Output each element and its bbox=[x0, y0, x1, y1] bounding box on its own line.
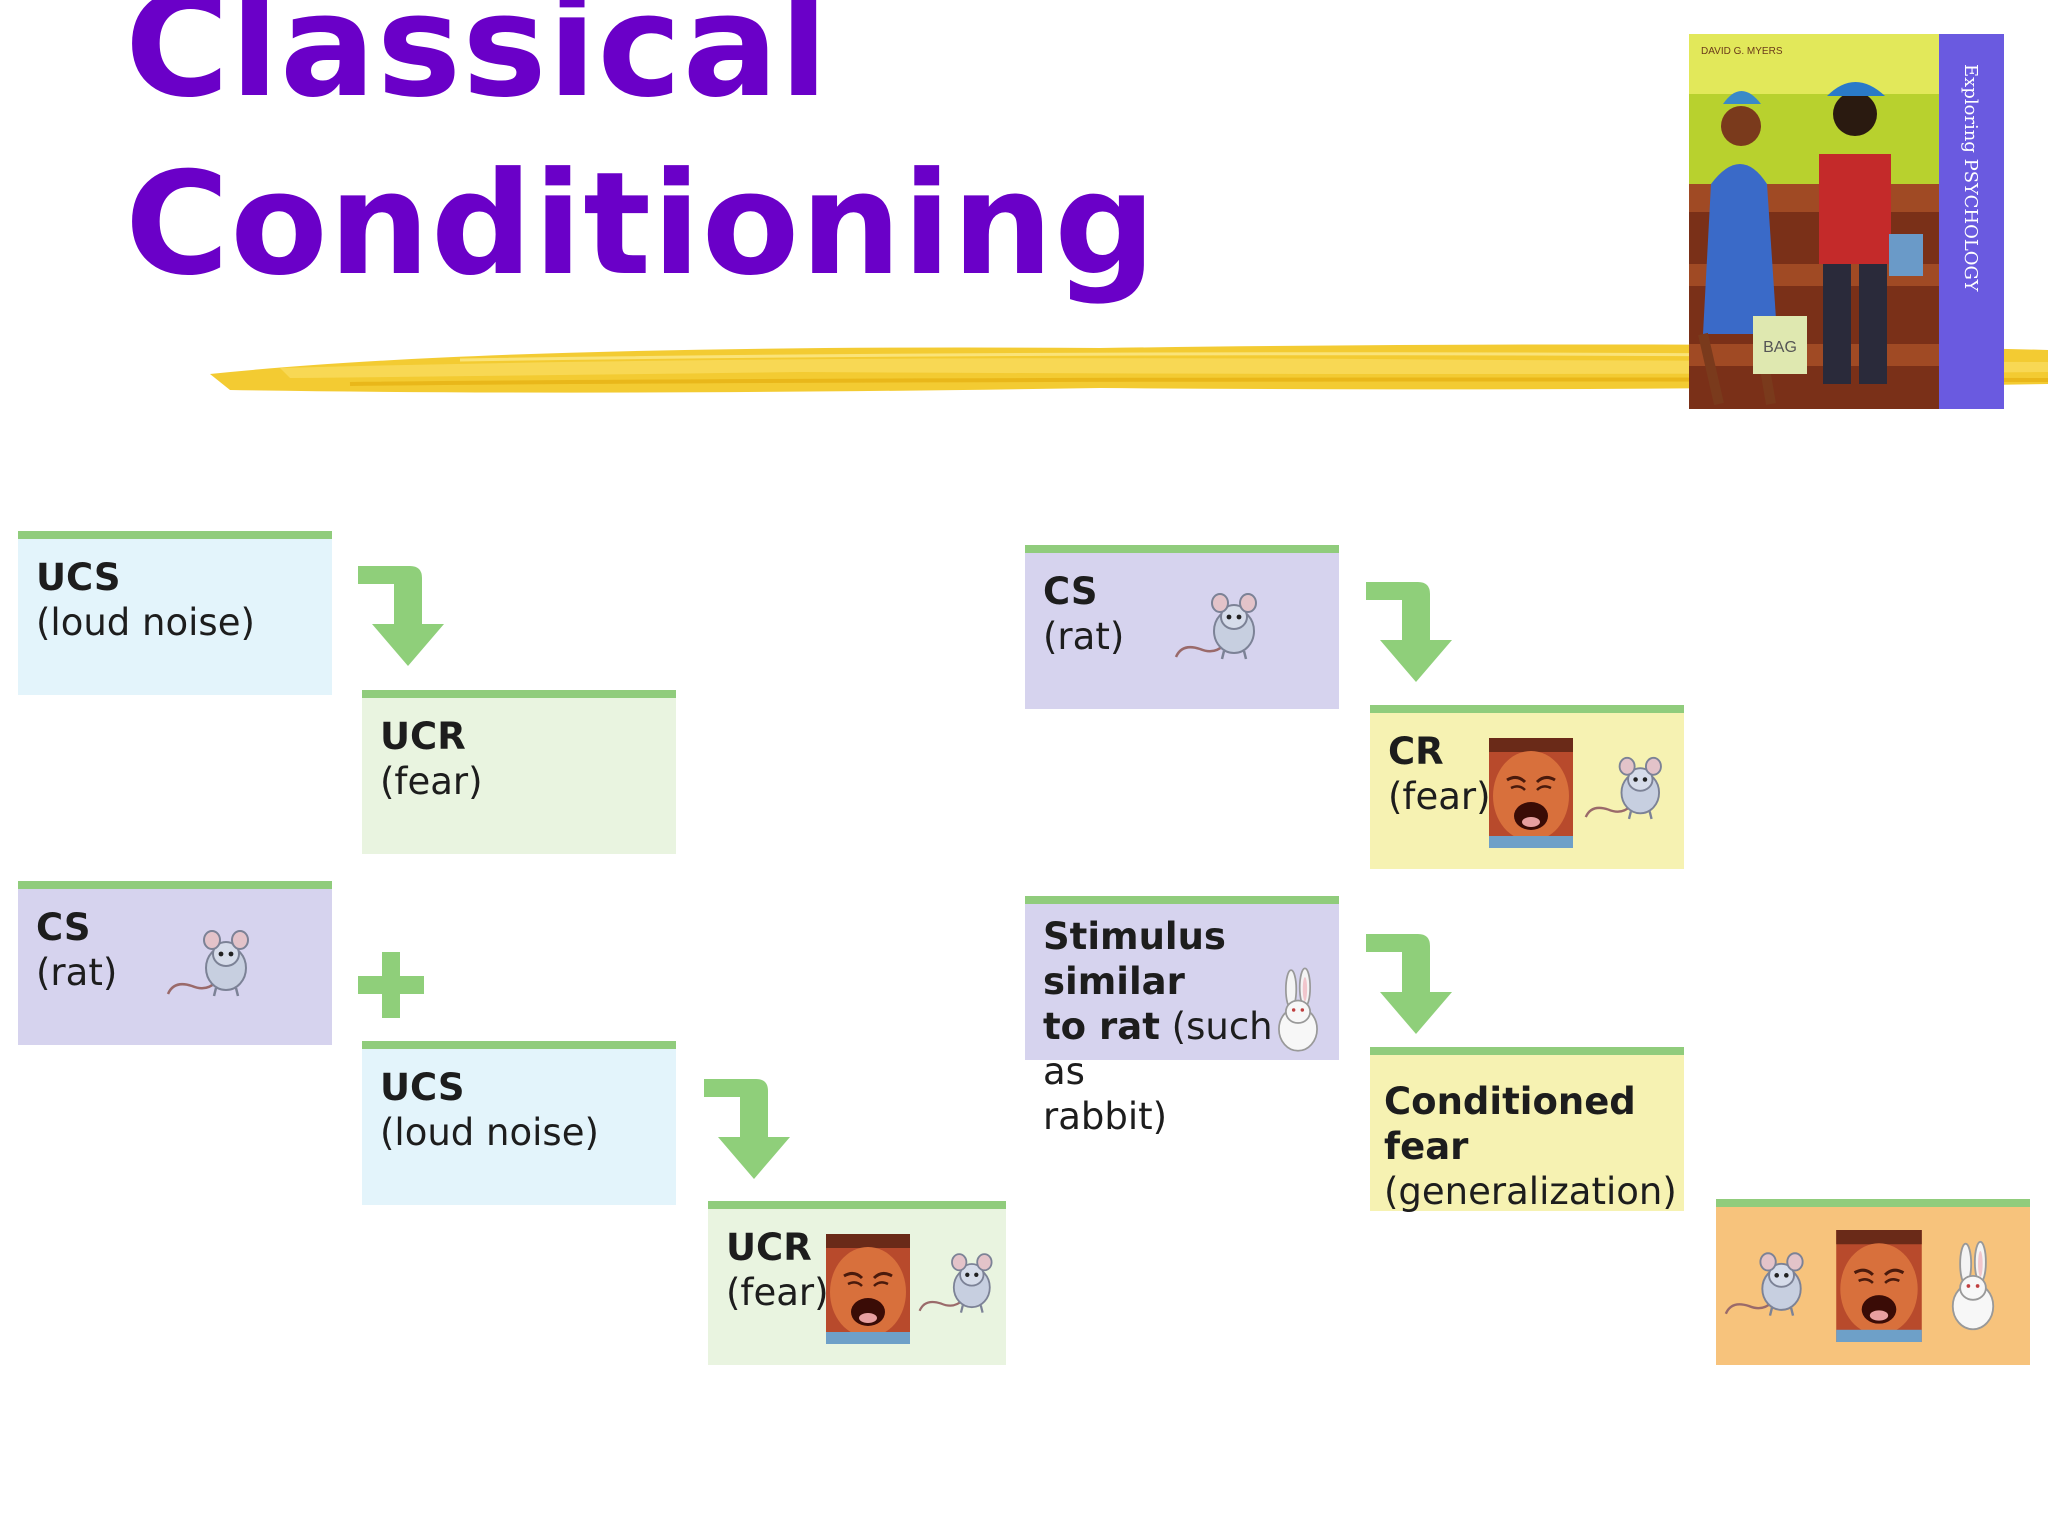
rat-icon bbox=[1582, 748, 1676, 826]
down-right-arrow-icon bbox=[1366, 578, 1456, 688]
ucs-loud-noise-box-2: UCS (loud noise) bbox=[362, 1041, 676, 1205]
generalization-desc: (generalization) bbox=[1384, 1170, 1677, 1213]
ucr-fear-box-1: UCR (fear) bbox=[362, 690, 676, 854]
title-line-2: Conditioning bbox=[125, 142, 1157, 307]
cover-spine-title: Exploring PSYCHOLOGY bbox=[1960, 64, 1981, 293]
cs-label: CS bbox=[36, 906, 91, 949]
ucs-desc: (loud noise) bbox=[380, 1111, 599, 1154]
ucs-label: UCS bbox=[380, 1066, 465, 1109]
crying-baby-icon bbox=[1489, 738, 1573, 848]
cr-label: CR bbox=[1388, 730, 1444, 773]
ucr-label: UCR bbox=[380, 715, 466, 758]
bag-label: BAG bbox=[1763, 339, 1797, 356]
rat-icon bbox=[1722, 1244, 1818, 1322]
yellow-brush-stroke bbox=[210, 344, 2048, 393]
plus-icon bbox=[358, 952, 424, 1018]
conditioned-fear-box: Conditioned fear (generalization) bbox=[1370, 1047, 1684, 1213]
ucr-label: UCR bbox=[726, 1226, 812, 1269]
rat-icon bbox=[164, 922, 264, 1002]
rat-icon bbox=[1172, 585, 1272, 665]
conditioned-fear-label: Conditioned fear bbox=[1384, 1080, 1636, 1168]
ucs-label: UCS bbox=[36, 556, 121, 599]
cr-desc: (fear) bbox=[1388, 775, 1491, 818]
stimulus-line-3: rabbit) bbox=[1043, 1095, 1168, 1138]
stimulus-line-1: Stimulus similar bbox=[1043, 915, 1226, 1003]
down-right-arrow-icon bbox=[358, 562, 448, 672]
ucr-desc: (fear) bbox=[726, 1271, 829, 1314]
ucs-loud-noise-box-1: UCS (loud noise) bbox=[18, 531, 332, 695]
rabbit-icon bbox=[1272, 966, 1324, 1054]
textbook-cover-image: BAG DAVID G. MYERS Exploring PSYCHOLOGY bbox=[1689, 34, 2004, 409]
ucs-desc: (loud noise) bbox=[36, 601, 255, 644]
down-right-arrow-icon bbox=[1366, 930, 1456, 1040]
rabbit-icon bbox=[1944, 1240, 2002, 1332]
crying-baby-icon bbox=[1836, 1230, 1922, 1342]
down-right-arrow-icon bbox=[704, 1075, 794, 1185]
cs-desc: (rat) bbox=[36, 951, 118, 994]
cs-desc: (rat) bbox=[1043, 615, 1125, 658]
rat-icon bbox=[916, 1244, 1006, 1320]
slide-title: Classical Conditioning bbox=[125, 0, 1157, 314]
cs-label: CS bbox=[1043, 570, 1098, 613]
stimulus-line-2-rest: (such as bbox=[1043, 1005, 1273, 1093]
ucr-desc: (fear) bbox=[380, 760, 483, 803]
cs-rat-box-2: CS (rat) bbox=[1025, 545, 1339, 709]
crying-baby-icon bbox=[826, 1234, 910, 1344]
cs-rat-box-1: CS (rat) bbox=[18, 881, 332, 1045]
stimulus-line-2-bold: to rat bbox=[1043, 1005, 1160, 1048]
title-line-1: Classical bbox=[125, 0, 830, 129]
cover-author: DAVID G. MYERS bbox=[1701, 46, 1783, 57]
